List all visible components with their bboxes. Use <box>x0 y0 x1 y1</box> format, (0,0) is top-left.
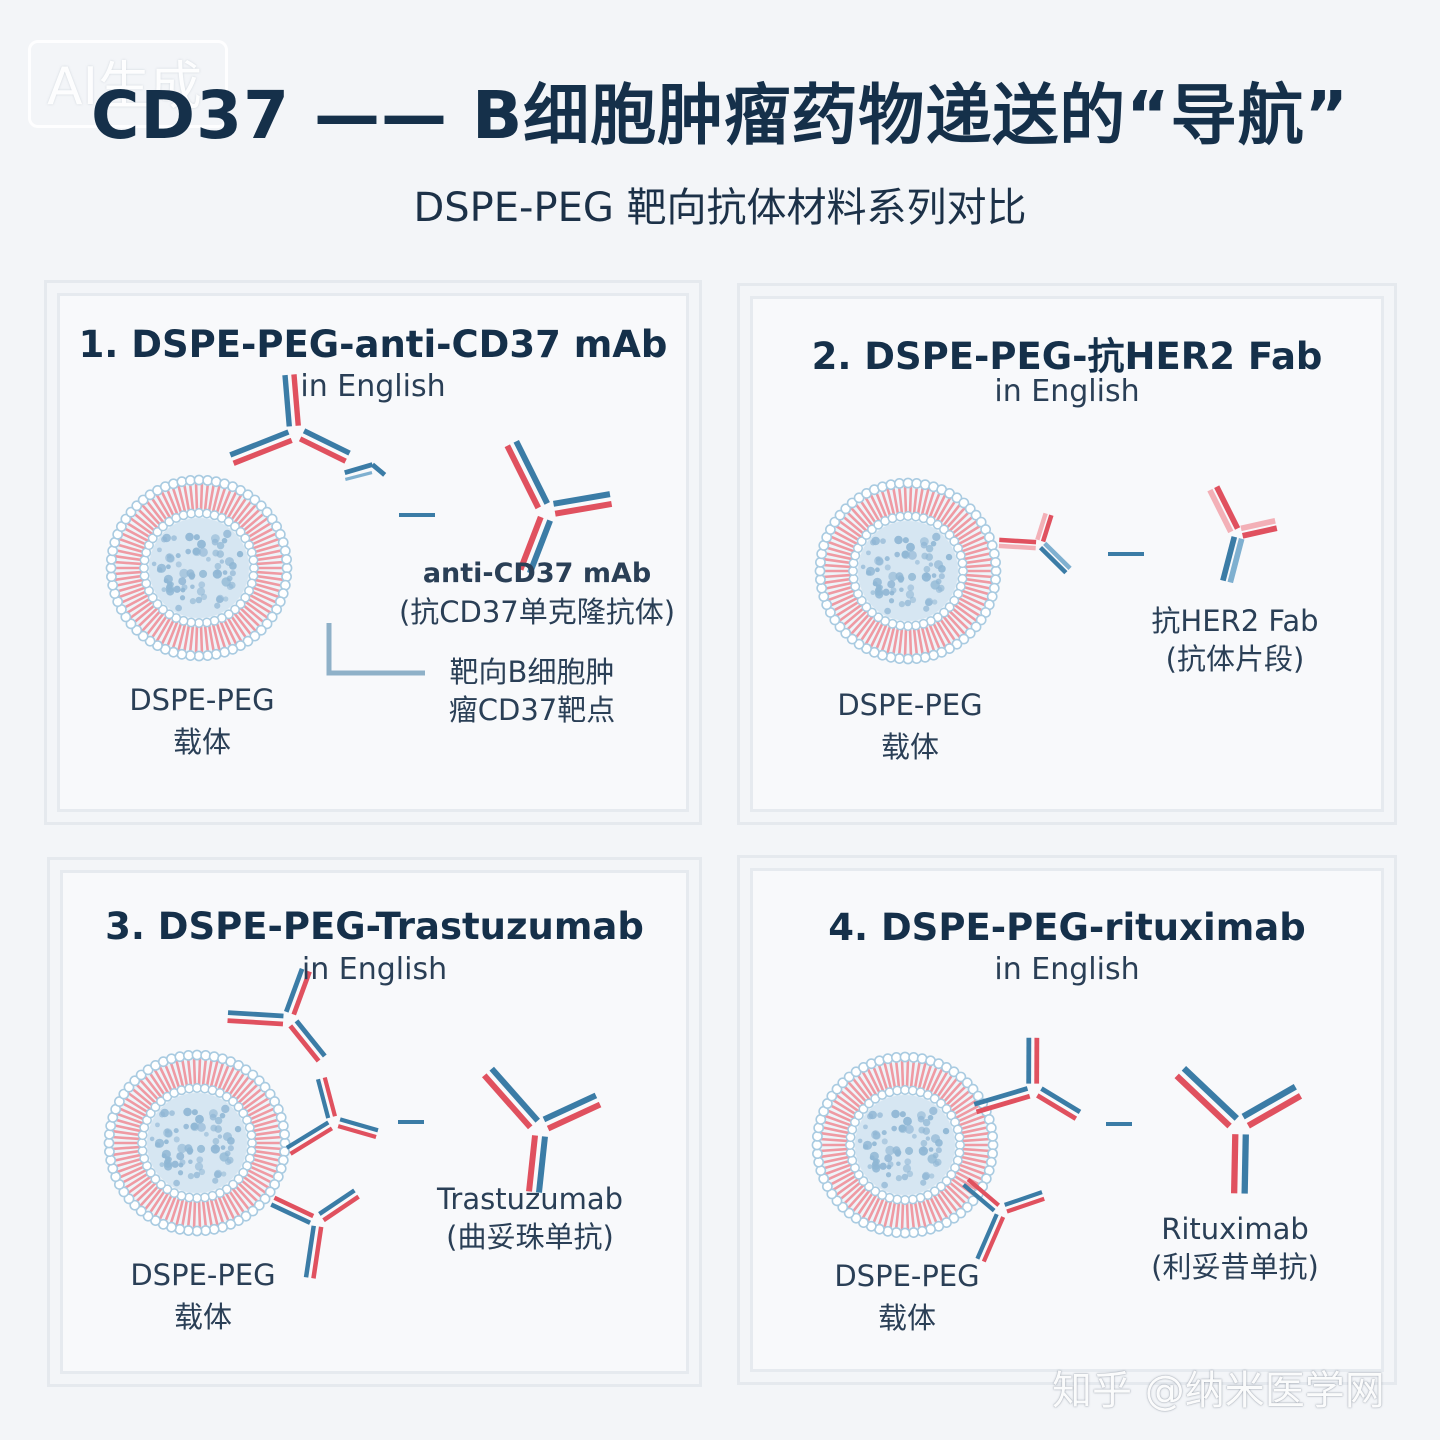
carrier-label-line2: 载体 <box>880 730 939 764</box>
carrier-label-line1: DSPE-PEG <box>834 1259 980 1293</box>
carrier-label: DSPE-PEG 载体 <box>118 1254 288 1338</box>
panel-subtitle: in English <box>300 369 446 404</box>
antibody-label-line1: 抗HER2 Fab <box>1151 604 1319 638</box>
antibody-label: Rituximab (利妥昔单抗) <box>1125 1210 1345 1286</box>
connector-dash <box>399 513 435 517</box>
panel-subtitle: in English <box>301 952 448 987</box>
page-title: CD37 —— B细胞肿瘤药物递送的“导航” <box>90 77 1350 154</box>
antibody-icon-attached-lower <box>962 1177 1045 1263</box>
liposome-icon <box>814 477 1002 665</box>
carrier-label-line2: 载体 <box>173 1300 232 1334</box>
carrier-label-line1: DSPE-PEG <box>837 688 983 722</box>
panel-illustration <box>811 1037 1303 1263</box>
antibody-icon-attached-top <box>227 968 327 1063</box>
antibody-label-line2: (曲妥珠单抗) <box>446 1220 614 1254</box>
fab-fragment-icon-free <box>1207 485 1278 584</box>
antibody-label-line2: (利妥昔单抗) <box>1151 1250 1319 1284</box>
target-note-line1: 靶向B细胞肿 <box>449 655 615 689</box>
panel-title: 4. DSPE-PEG-rituximab <box>828 906 1306 949</box>
panel-subtitle: in English <box>994 952 1140 987</box>
antibody-label: anti-CD37 mAb (抗CD37单克隆抗体) <box>387 555 687 631</box>
antibody-icon-free <box>482 1066 602 1193</box>
antibody-icon-attached-upper <box>229 374 351 466</box>
panel-title: 3. DSPE-PEG-Trastuzumab <box>105 905 644 948</box>
antibody-label: 抗HER2 Fab (抗体片段) <box>1120 602 1350 678</box>
panel-illustration <box>105 374 613 676</box>
antibody-label-line1: Rituximab <box>1161 1212 1309 1246</box>
liposome-icon <box>811 1051 999 1239</box>
target-note: 靶向B细胞肿 瘤CD37靶点 <box>427 653 637 729</box>
carrier-label: DSPE-PEG 载体 <box>825 684 995 768</box>
panel-illustration <box>814 477 1278 665</box>
carrier-label: DSPE-PEG 载体 <box>117 679 287 763</box>
connector-dash <box>1108 552 1144 556</box>
antibody-label-line1: anti-CD37 mAb <box>422 558 652 589</box>
ai-generated-watermark: AI生成 <box>28 40 228 128</box>
antibody-label-line1: Trastuzumab <box>436 1182 624 1216</box>
carrier-label-line1: DSPE-PEG <box>129 683 275 717</box>
panel-rituximab: 4. DSPE-PEG-rituximab in English DSPE-PE… <box>737 855 1397 1385</box>
antibody-icon-free <box>504 439 613 575</box>
antibody-label: Trastuzumab (曲妥珠单抗) <box>420 1180 640 1256</box>
connector-dash <box>1106 1122 1132 1126</box>
carrier-label-line2: 载体 <box>172 725 231 759</box>
panel-trastuzumab: 3. DSPE-PEG-Trastuzumab in English DSPE-… <box>47 857 702 1387</box>
antibody-icon-attached-middle <box>285 1076 379 1156</box>
connector-dash <box>398 1120 424 1124</box>
antibody-icon-attached-bottom <box>270 1188 360 1279</box>
carrier-label-line2: 载体 <box>877 1301 936 1335</box>
antibody-label-line2: (抗CD37单克隆抗体) <box>398 595 676 629</box>
fab-fragment-icon-attached <box>998 512 1072 575</box>
panel-title: 2. DSPE-PEG-抗HER2 Fab <box>811 335 1323 378</box>
liposome-icon <box>105 474 293 662</box>
panel-anti-her2-fab: 2. DSPE-PEG-抗HER2 Fab in English DSPE-PE… <box>737 283 1397 825</box>
antibody-fragment-icon <box>344 462 387 482</box>
panel-anti-cd37: 1. DSPE-PEG-anti-CD37 mAb in English DSP… <box>44 280 702 825</box>
panel-title: 1. DSPE-PEG-anti-CD37 mAb <box>78 323 668 366</box>
page-subtitle: DSPE-PEG 靶向抗体材料系列对比 <box>413 185 1027 231</box>
target-note-line2: 瘤CD37靶点 <box>448 693 616 727</box>
bracket-line <box>326 623 425 676</box>
antibody-label-line2: (抗体片段) <box>1165 642 1305 676</box>
liposome-icon <box>103 1049 291 1237</box>
carrier-label: DSPE-PEG 载体 <box>822 1255 992 1339</box>
zhihu-watermark: 知乎 @纳米医学网 <box>1052 1368 1385 1414</box>
panel-subtitle: in English <box>994 374 1140 409</box>
panel-illustration <box>103 968 602 1279</box>
antibody-icon-attached-upper <box>973 1037 1082 1121</box>
carrier-label-line1: DSPE-PEG <box>130 1258 276 1292</box>
antibody-icon-free <box>1174 1065 1303 1194</box>
